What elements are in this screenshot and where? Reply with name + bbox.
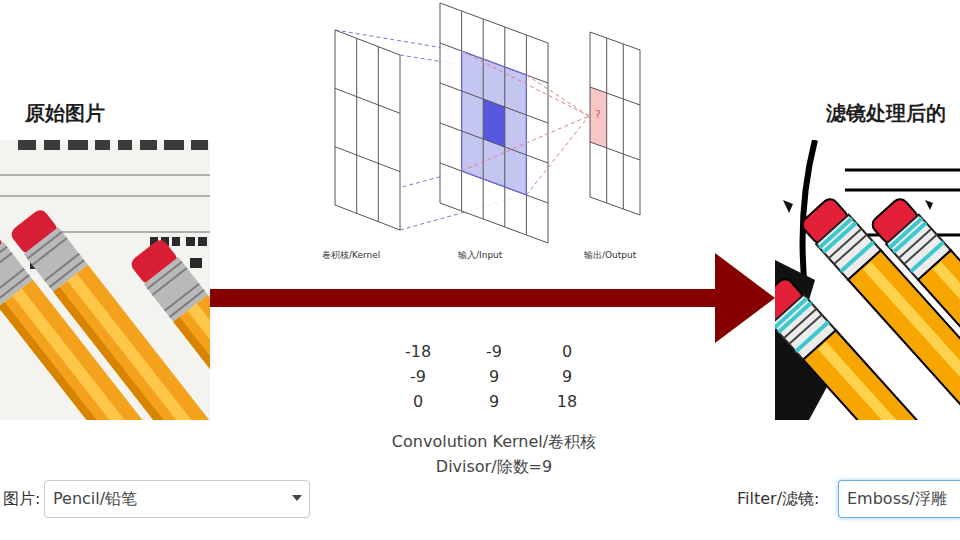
input-caption: 输入/Input: [458, 249, 502, 261]
kernel-cell: -9: [388, 367, 448, 387]
kernel-cell: -18: [388, 342, 448, 362]
kernel-grid: [335, 30, 400, 230]
unknown-output-value: ?: [595, 109, 601, 121]
output-cell: [590, 87, 607, 148]
kernel-cell: 9: [464, 392, 524, 412]
photo-heading: 滤镜处理后的: [826, 100, 946, 126]
dropdown-caret: [292, 495, 302, 501]
print-fragments: [18, 140, 208, 150]
kernel-caption: 卷积核/Kernel: [322, 249, 380, 261]
input-window-outline: [462, 51, 527, 195]
field-label: Filter/滤镜:: [737, 489, 819, 509]
select-value: Pencil/铅笔: [45, 481, 137, 517]
source-photo: 原始图片: [0, 92, 210, 420]
output-caption: 输出/Output: [584, 249, 636, 261]
image-select: Pencil/铅笔: [44, 480, 310, 518]
filtered-photo: 滤镜处理后的: [775, 92, 960, 420]
filtered-photo-art: [754, 140, 960, 540]
input-grid: [440, 3, 548, 243]
kernel-plane: [335, 30, 400, 230]
pencil: [128, 236, 442, 540]
kernel-cell: 9: [464, 367, 524, 387]
input-to-output-dashes: [462, 51, 589, 195]
input-plane: [440, 3, 548, 243]
divisor-note: Divisor/除数=9: [334, 457, 654, 477]
field-label: 图片:: [3, 489, 40, 509]
kernel-cell: 0: [388, 392, 448, 412]
select-value: Emboss/浮雕: [839, 481, 947, 517]
pencil: [869, 195, 960, 540]
input-window: [462, 51, 527, 195]
process-arrow: [210, 253, 775, 343]
kernel-cell: 18: [537, 392, 597, 412]
kernel-cell: 0: [537, 342, 597, 362]
photo-heading: 原始图片: [25, 100, 105, 126]
kernel-title: Convolution Kernel/卷积核: [334, 432, 654, 452]
filter-select: Emboss/浮雕: [838, 480, 960, 518]
kernel-cell: -9: [464, 342, 524, 362]
output-grid: [590, 32, 640, 215]
kernel-cell: 9: [537, 367, 597, 387]
